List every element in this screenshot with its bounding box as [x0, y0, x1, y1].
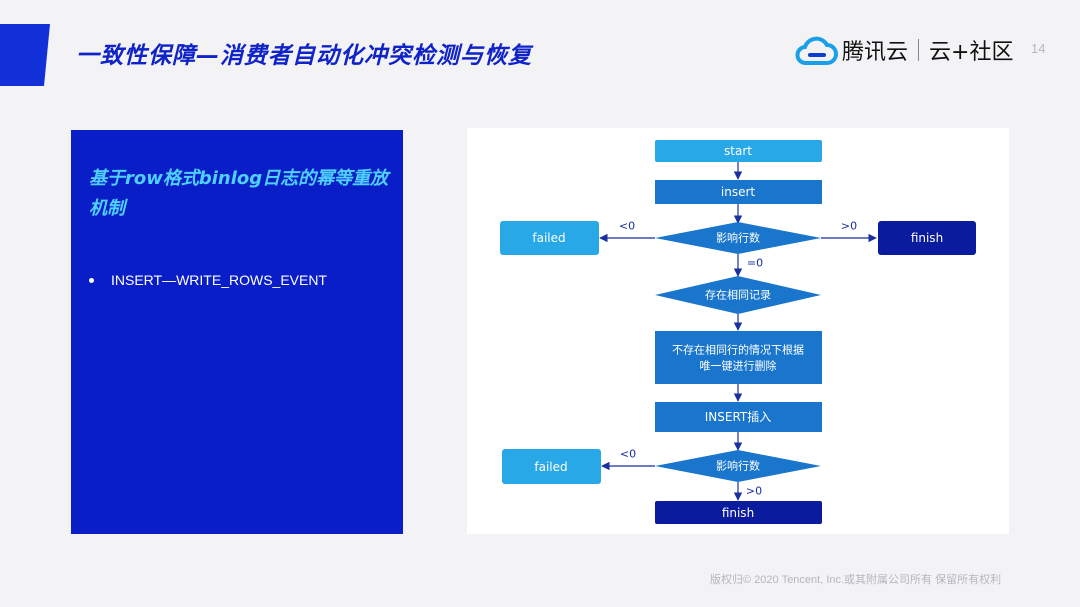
decision-same-record: [655, 276, 821, 314]
node-failed-2-label: failed: [534, 460, 567, 474]
node-failed-label: failed: [532, 231, 565, 245]
edge-label-lt0: <0: [620, 448, 636, 461]
node-failed: [500, 221, 599, 255]
node-insert: [655, 180, 822, 204]
decision-rows-affected-label: 影响行数: [716, 232, 760, 245]
decision-same-record-label: 存在相同记录: [705, 288, 771, 302]
panel-heading: 基于row格式binlog日志的幂等重放机制: [89, 168, 389, 219]
bullet-dot-icon: [89, 277, 94, 283]
edge-label-lt0: <0: [619, 220, 635, 233]
content-panel: 基于row格式binlog日志的幂等重放机制 INSERT—WRITE_ROWS…: [71, 130, 403, 534]
decision-rows-affected-2-label: 影响行数: [716, 460, 760, 473]
edge-label-eq0: =0: [747, 257, 763, 270]
node-finish: [878, 221, 976, 255]
bullet-item: INSERT—WRITE_ROWS_EVENT: [89, 272, 327, 288]
bullet-text: INSERT—WRITE_ROWS_EVENT: [111, 272, 327, 288]
flowchart-area: <0 >0 =0 <0 >0 start insert 影响行数 failed …: [467, 128, 1009, 534]
node-finish-2: [655, 501, 822, 524]
node-delete-label-line1: 不存在相同行的情况下根据: [672, 343, 804, 357]
brand-name: 腾讯云: [842, 40, 909, 65]
tencent-cloud-logo: 腾讯云 云+社区: [794, 30, 1013, 70]
slide-title: 一致性保障—消费者自动化冲突检测与恢复: [76, 43, 532, 69]
title-accent-bar: [0, 24, 50, 86]
node-start-label: start: [724, 144, 752, 158]
node-insert-label: insert: [721, 185, 756, 199]
node-insert-again-label: INSERT插入: [705, 410, 772, 424]
community-name: 云+社区: [929, 40, 1014, 65]
edge-label-gt0: >0: [841, 220, 857, 233]
node-finish-2-label: finish: [722, 506, 754, 520]
node-delete-by-unique-key: [655, 331, 822, 384]
node-finish-label: finish: [911, 231, 943, 245]
node-failed-2: [502, 449, 601, 484]
node-start: [655, 140, 822, 162]
cloud-logo-icon: [795, 36, 838, 65]
decision-rows-affected: [655, 222, 821, 254]
page-number: 14: [1031, 41, 1046, 56]
node-insert-again: [655, 402, 822, 432]
edge-label-gt0: >0: [746, 485, 762, 498]
node-delete-label-line2: 唯一键进行删除: [700, 359, 777, 373]
logo-divider: [918, 39, 920, 61]
flowchart: <0 >0 =0 <0 >0 start insert 影响行数 failed …: [500, 140, 976, 524]
copyright-footer: 版权归© 2020 Tencent, Inc.或其附属公司所有 保留所有权利: [710, 574, 1002, 586]
decision-rows-affected-2: [655, 450, 821, 482]
